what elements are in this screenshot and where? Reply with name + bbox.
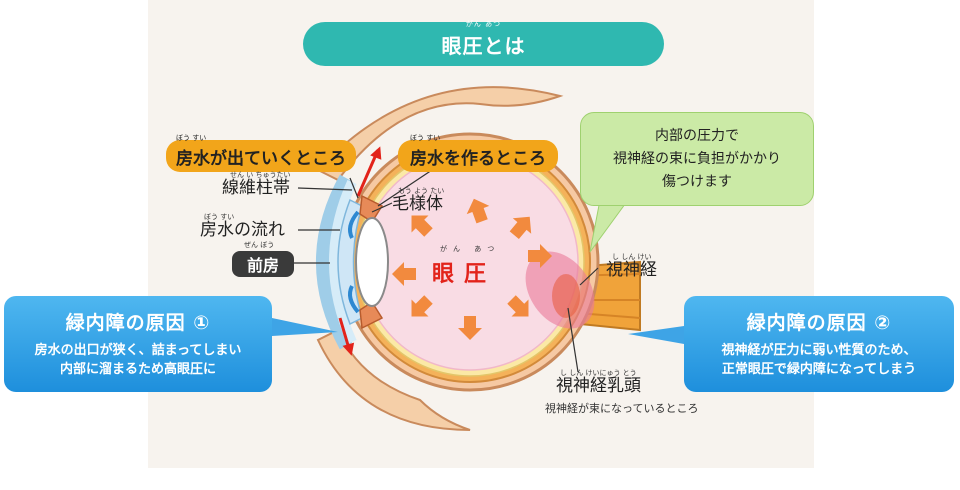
- anterior-chamber-label: 前房: [232, 251, 294, 277]
- red-arrow-up: [356, 149, 380, 197]
- cause-2-line: 正常眼圧で緑内障になってしまう: [721, 362, 917, 377]
- cause2-tail: [628, 326, 684, 344]
- bubble-line: 視神経の束に負担がかかり: [613, 150, 781, 167]
- pressure-ruby: がん あつ: [440, 245, 501, 253]
- nerve-ruby: し しん けい: [612, 253, 652, 261]
- aqueous-flow-lower: [348, 285, 360, 314]
- aqueous-flow-upper: [348, 210, 360, 239]
- pressure-arrows: [392, 198, 552, 340]
- trabecular-ruby: せん い ちゅうたい: [230, 171, 291, 179]
- ciliary-label: 毛様体: [392, 194, 443, 214]
- cause-1-line: 内部に溜まるため高眼圧に: [59, 362, 216, 377]
- cause-1-box: 緑内障の原因 ① 房水の出口が狭く、詰まってしまい 内部に溜まるため高眼圧に: [4, 296, 272, 392]
- produce-label: ぼう すい房水を作るところ: [398, 134, 558, 172]
- chamber-ruby: ぜん ぼう: [244, 241, 275, 249]
- cause-2-line: 視神経が圧力に弱い性質のため、: [721, 343, 917, 358]
- lens: [355, 217, 389, 307]
- cause1-tail: [272, 318, 338, 336]
- disc-ruby: し しん けいにゅう とう: [560, 369, 637, 377]
- cause-2-title: 緑内障の原因 ②: [746, 312, 892, 334]
- cause-2-box: 緑内障の原因 ② 視神経が圧力に弱い性質のため、 正常眼圧で緑内障になってしまう: [684, 296, 954, 392]
- leader-lines: [294, 169, 599, 373]
- bubble-tail: [589, 199, 629, 253]
- optic-nerve-label: 視神経: [606, 260, 657, 280]
- cause-1-line: 房水の出口が狭く、詰まってしまい: [34, 343, 242, 358]
- flow-ruby: ぼう すい: [204, 213, 235, 221]
- anterior-chamber: [337, 198, 363, 326]
- page-title: がん あつ眼圧とは: [303, 20, 664, 66]
- outflow-label: ぼう すい房水が出ていくところ: [166, 134, 356, 172]
- optic-disc-note: 視神経が束になっているところ: [545, 402, 699, 415]
- bubble-line: 傷つけます: [662, 173, 732, 190]
- optic-disc: [552, 274, 580, 318]
- trabecular-label: 線維柱帯: [222, 178, 290, 198]
- lower-eyelid: [316, 328, 471, 431]
- intraocular-pressure-label: 眼圧: [432, 262, 497, 287]
- pressure-effect-bubble: 内部の圧力で 視神経の束に負担がかかり 傷つけます: [580, 112, 814, 206]
- cornea: [316, 174, 353, 350]
- ciliary-ruby: もう よう たい: [398, 187, 445, 195]
- cause-1-title: 緑内障の原因 ①: [65, 312, 211, 334]
- flow-label: 房水の流れ: [200, 220, 285, 240]
- bubble-line: 内部の圧力で: [655, 127, 739, 144]
- optic-disc-label: 視神経乳頭: [556, 376, 641, 396]
